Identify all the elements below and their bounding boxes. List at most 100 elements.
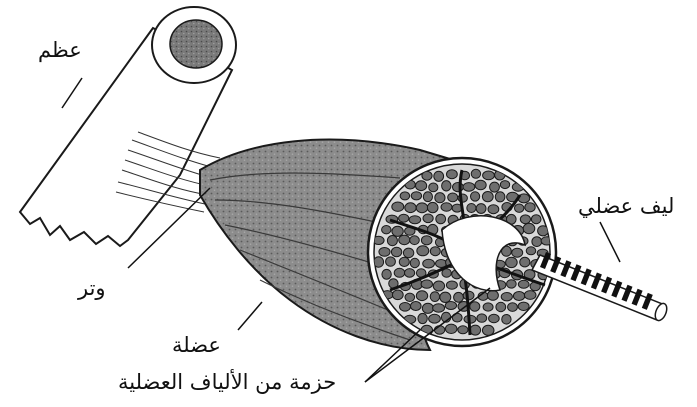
fiber-cell	[416, 291, 427, 301]
fiber-cell	[400, 303, 411, 312]
fiber-cell	[410, 258, 419, 267]
fiber-cell	[423, 192, 432, 202]
muscle-cross-section	[368, 158, 556, 346]
fiber-cell	[409, 216, 421, 224]
fiber-cell	[440, 292, 451, 302]
fiber-cell	[453, 183, 464, 192]
fiber-cell	[477, 314, 487, 322]
fiber-cell	[476, 204, 486, 214]
fiber-cell	[405, 293, 415, 301]
fiber-cell	[433, 304, 445, 312]
fiber-cell	[403, 248, 413, 258]
fiber-cell	[399, 257, 409, 266]
fiber-cell	[463, 183, 475, 192]
fiber-cell	[445, 302, 456, 310]
fiber-cell	[416, 203, 428, 213]
label-fascicle: حزمة من الألياف العضلية	[118, 372, 336, 393]
fiber-cell	[429, 183, 438, 192]
fiber-cell	[391, 247, 401, 256]
fiber-cell	[518, 302, 529, 310]
fiber-cell	[448, 193, 458, 202]
fiber-cell	[399, 235, 410, 245]
fiber-cell	[508, 303, 518, 312]
fiber-cell	[442, 181, 451, 191]
fiber-cell	[417, 246, 429, 256]
fiber-cell	[429, 314, 441, 323]
fiber-cell	[520, 257, 530, 267]
fiber-cell	[422, 303, 433, 313]
fiber-cell	[523, 223, 535, 233]
fiber-cell	[518, 280, 529, 288]
fiber-cell	[483, 171, 495, 180]
fiber-cell	[500, 181, 509, 189]
fiber-cell	[471, 192, 480, 201]
fiber-cell	[430, 247, 440, 256]
label-bone: عظم	[38, 40, 82, 61]
fiber-cell	[410, 236, 420, 245]
fiber-cell	[434, 171, 444, 181]
fiber-cell	[427, 202, 438, 212]
fiber-cell	[513, 292, 524, 301]
fiber-cell	[524, 291, 536, 300]
fiber-cell	[399, 214, 409, 222]
label-muscle: عضلة	[172, 335, 221, 356]
fiber-cell	[471, 169, 480, 178]
fiber-cell	[446, 281, 457, 289]
fiber-cell	[525, 203, 535, 212]
fiber-cell	[520, 215, 530, 224]
fiber-cell	[379, 248, 390, 257]
fiber-cell	[488, 205, 499, 214]
fiber-cell	[483, 303, 493, 311]
fiber-cell	[411, 192, 421, 200]
fiber-cell	[454, 292, 464, 302]
bone-marrow	[170, 20, 222, 68]
leader-bone	[62, 78, 82, 108]
label-tendon: وتر	[78, 278, 106, 299]
fiber-cell	[532, 237, 542, 247]
fiber-cell	[526, 247, 536, 255]
fiber-cell	[447, 170, 458, 179]
fiber-cell	[421, 236, 432, 245]
fiber-cell	[434, 326, 444, 335]
fiber-cell	[506, 257, 518, 267]
fiber-cell	[441, 203, 452, 211]
fiber-cell	[423, 214, 433, 223]
fiber-cell	[490, 182, 500, 192]
fiber-cell	[512, 248, 523, 257]
fiber-cell	[387, 236, 397, 246]
fiber-cell	[501, 293, 512, 301]
fiber-cell	[489, 314, 500, 322]
fiber-cell	[382, 269, 391, 279]
fiber-cell	[433, 281, 444, 291]
muscle-fiber	[532, 252, 669, 322]
fiber-cell	[482, 325, 494, 335]
leader-muscle	[238, 302, 262, 330]
fiber-cell	[502, 315, 511, 325]
fiber-cell	[458, 326, 468, 334]
fiber-cell	[386, 257, 396, 266]
fiber-cell	[470, 325, 481, 335]
label-muscle-fiber: ليف عضلي	[578, 196, 674, 217]
fiber-cell	[430, 292, 439, 302]
fiber-cell	[418, 313, 427, 323]
fiber-cell	[470, 302, 480, 311]
fiber-cell	[400, 192, 410, 200]
fiber-cell	[423, 259, 435, 268]
fiber-cell	[392, 202, 404, 211]
fiber-cell	[421, 280, 432, 288]
fiber-cell	[411, 302, 422, 311]
fiber-cell	[496, 302, 506, 311]
fiber-cell	[531, 215, 541, 224]
leader-fiber	[600, 222, 620, 262]
fiber-cell	[374, 257, 384, 267]
fiber-cell	[467, 204, 476, 213]
fiber-cell	[416, 181, 427, 191]
fiber-cell	[405, 269, 415, 278]
fiber-striations	[540, 252, 653, 310]
fiber-cell	[436, 214, 446, 224]
fiber-cell	[487, 291, 498, 301]
fiber-cell	[405, 203, 416, 213]
fiber-cell	[394, 268, 405, 277]
fiber-cell	[495, 192, 505, 202]
fiber-cell	[482, 192, 493, 202]
